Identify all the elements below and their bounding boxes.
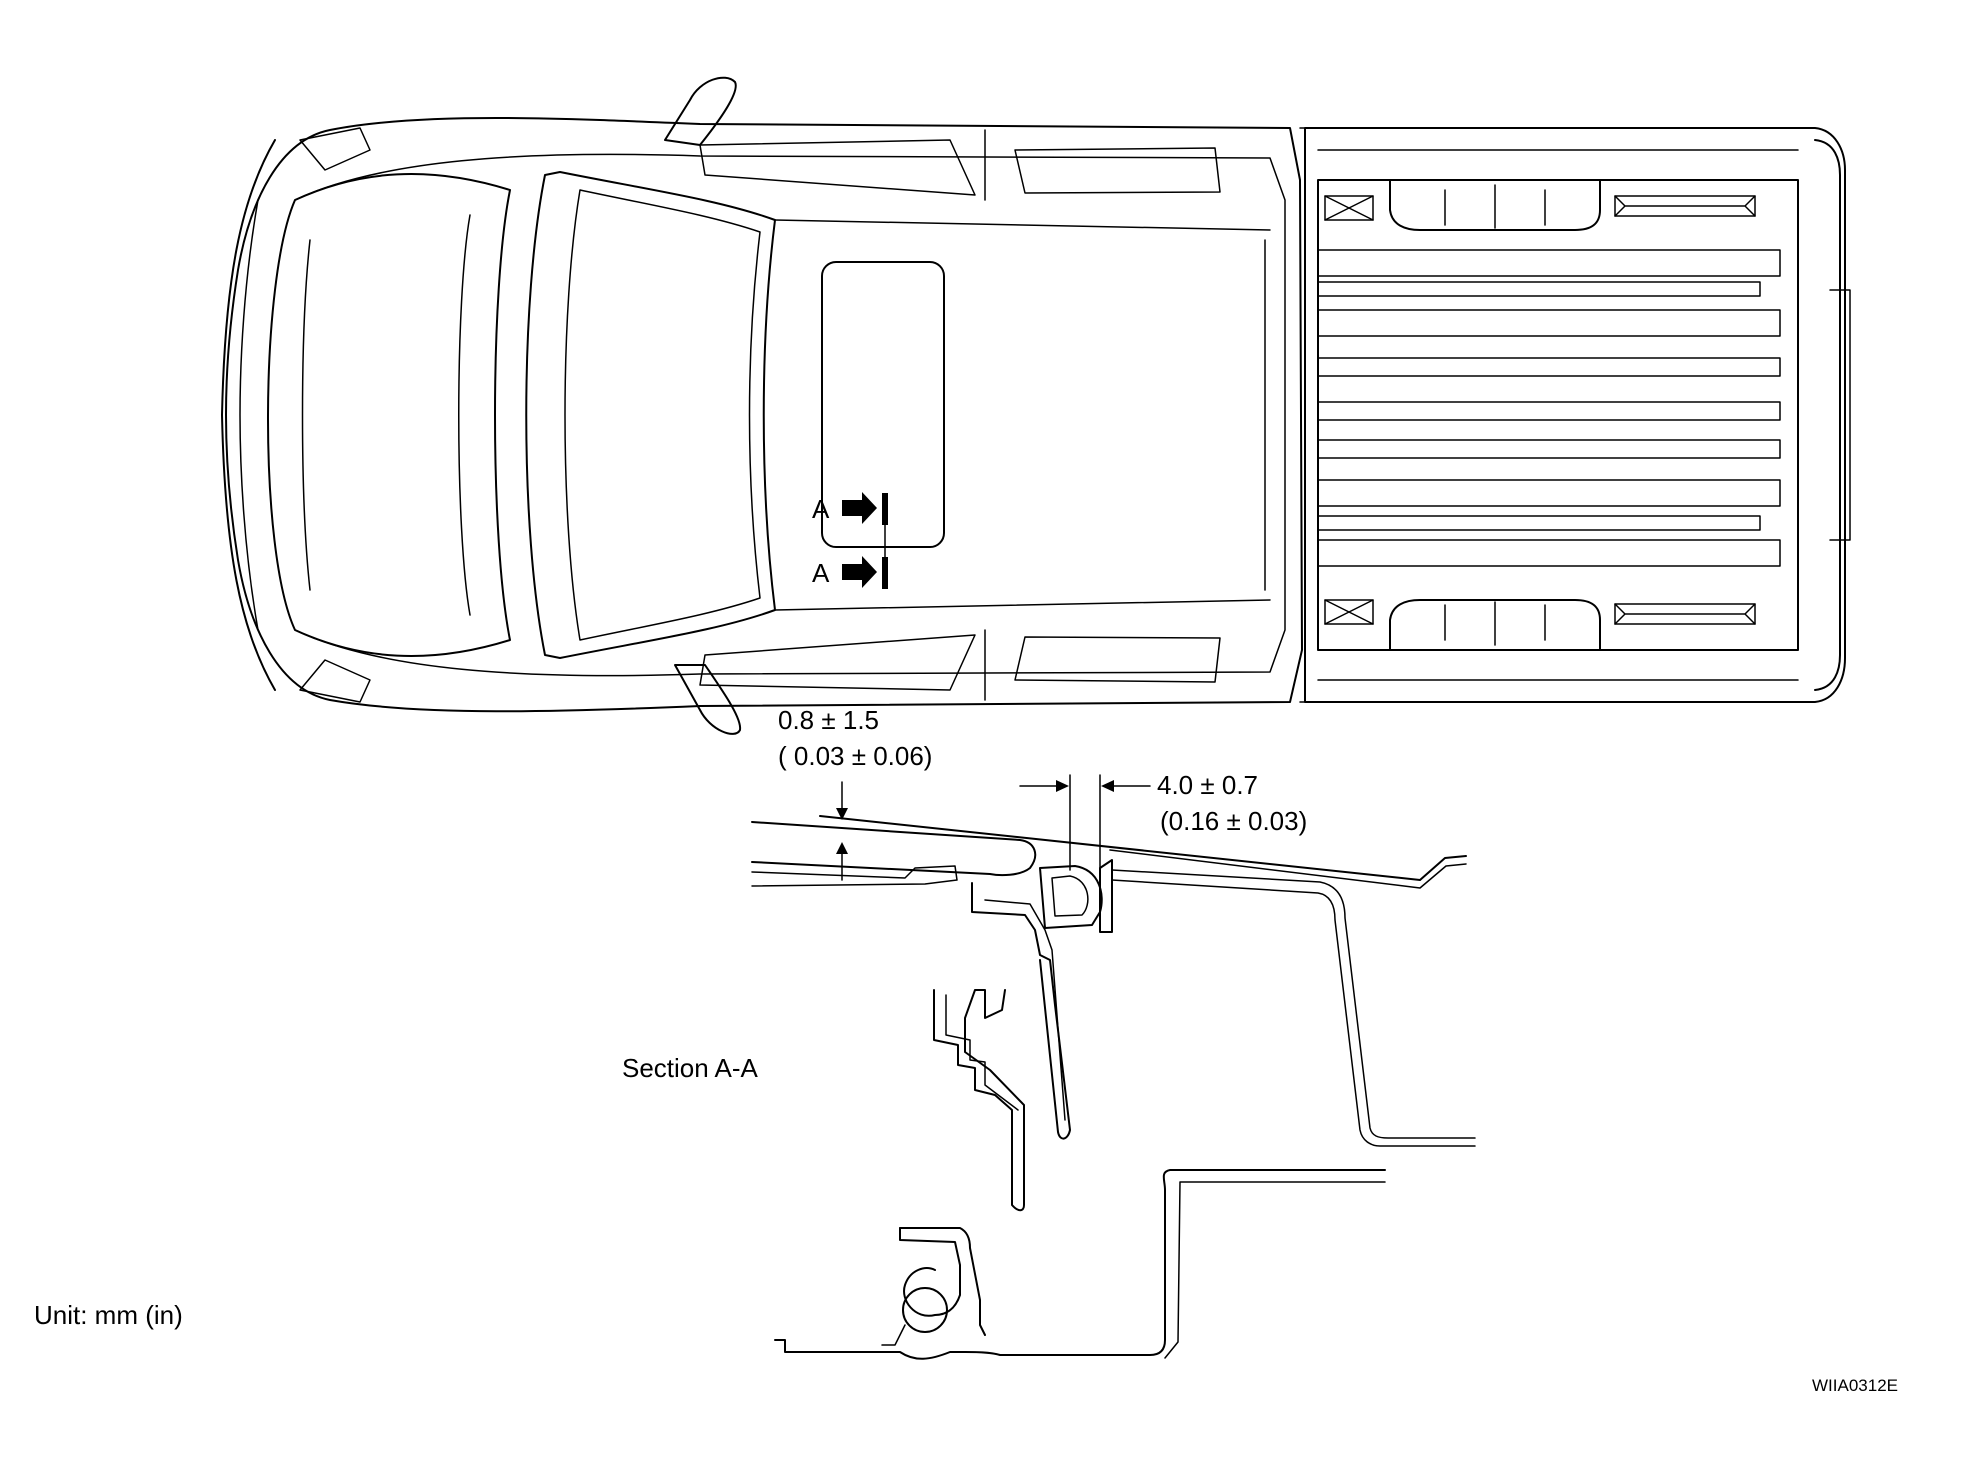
tie-down-bottom-right-cross [1614,603,1756,625]
gap-dimension-in: ( 0.03 ± 0.06) [778,741,932,771]
flush-dimension-mm: 4.0 ± 0.7 [1157,770,1258,800]
section-marker-top-label: A [812,494,830,524]
body-flange-outer [1111,869,1476,1139]
lower-seal-bulb [902,1287,948,1333]
section-bar-top [882,493,888,525]
tie-down-top-right-cross [1614,195,1756,217]
mirror-bottom [674,664,742,735]
floor-channel [774,1169,1386,1360]
section-title: Section A-A [622,1053,759,1083]
roof-panel-section-inner [751,865,958,887]
tie-down-bottom-left [1324,599,1374,625]
tie-down-top-left-cross [1324,195,1374,221]
flush-arrow-left-head [1056,780,1069,792]
hood-crease-left [301,239,311,591]
weatherstrip-inner [1051,875,1089,917]
flush-dimension: 4.0 ± 0.7 (0.16 ± 0.03) [1019,770,1307,871]
lower-seal-clip-body [899,1227,961,1317]
wheel-well-top-ribs [1444,184,1546,229]
tie-down-top-right [1614,195,1756,217]
headlamp-left [299,127,371,171]
truck-top-view: A A [221,76,1851,735]
inner-pillar-inner [984,899,1066,1121]
inner-pillar [971,882,1071,1140]
section-bar-bottom [882,557,888,589]
section-marker-bottom-label: A [812,558,830,588]
front-bumper [221,139,276,691]
tie-down-bottom-left-cross [1324,599,1374,625]
door-window-top-front [699,139,976,196]
lower-bracket-inner [945,994,1019,1111]
headlamp-right [299,659,371,703]
body-panel-top [819,815,1467,881]
unit-note: Unit: mm (in) [34,1300,183,1330]
door-window-bottom-front [699,634,976,691]
front-bumper-inner [239,199,259,631]
flush-arrow-right-head [1101,780,1114,792]
lower-bracket [933,989,1025,1212]
section-a-a-drawing [751,815,1476,1360]
gap-arrow-down-head [836,808,848,820]
section-arrow-bottom-icon [842,556,877,588]
mirror-top [664,76,737,146]
bed-ribs [1317,249,1781,567]
weatherstrip [1039,865,1103,929]
wheel-well-bottom-ribs [1444,601,1546,646]
gap-dimension: 0.8 ± 1.5 ( 0.03 ± 0.06) [778,705,932,881]
wheel-well-bottom [1389,599,1601,651]
cab-outline [225,117,1303,713]
lower-seal-clip [899,1227,986,1336]
body-flange-inner [1111,879,1476,1147]
tie-down-top-left [1324,195,1374,221]
door-window-bottom-rear [1014,636,1221,683]
section-arrow-top-icon [842,492,877,524]
cab-inner-body-line [294,153,1286,677]
tie-down-bottom-right [1614,603,1756,625]
door-window-top-rear [1014,147,1221,194]
gap-arrow-up-head [836,842,848,854]
flush-dimension-in: (0.16 ± 0.03) [1160,806,1307,836]
roof-panel [774,219,1271,611]
sunroof-outline [821,261,945,548]
roof-panel-section [751,821,1037,877]
windshield-inner [564,189,761,641]
floor-channel-inner [1164,1181,1386,1359]
figure-code: WIIA0312E [1812,1376,1898,1395]
lower-seal-lip [881,1324,906,1346]
wheel-well-top [1389,179,1601,231]
tailgate-step [1829,289,1851,541]
bed-outline [1304,127,1846,703]
windshield [525,171,776,659]
hood-crease-right [458,214,471,616]
body-flange [1099,859,1113,933]
gap-dimension-mm: 0.8 ± 1.5 [778,705,879,735]
section-marker-bottom: A [812,556,888,589]
body-panel-top-inner [1109,849,1467,889]
section-marker-top: A [812,492,888,525]
tailgate [1814,139,1841,691]
hood-outline [267,172,511,658]
